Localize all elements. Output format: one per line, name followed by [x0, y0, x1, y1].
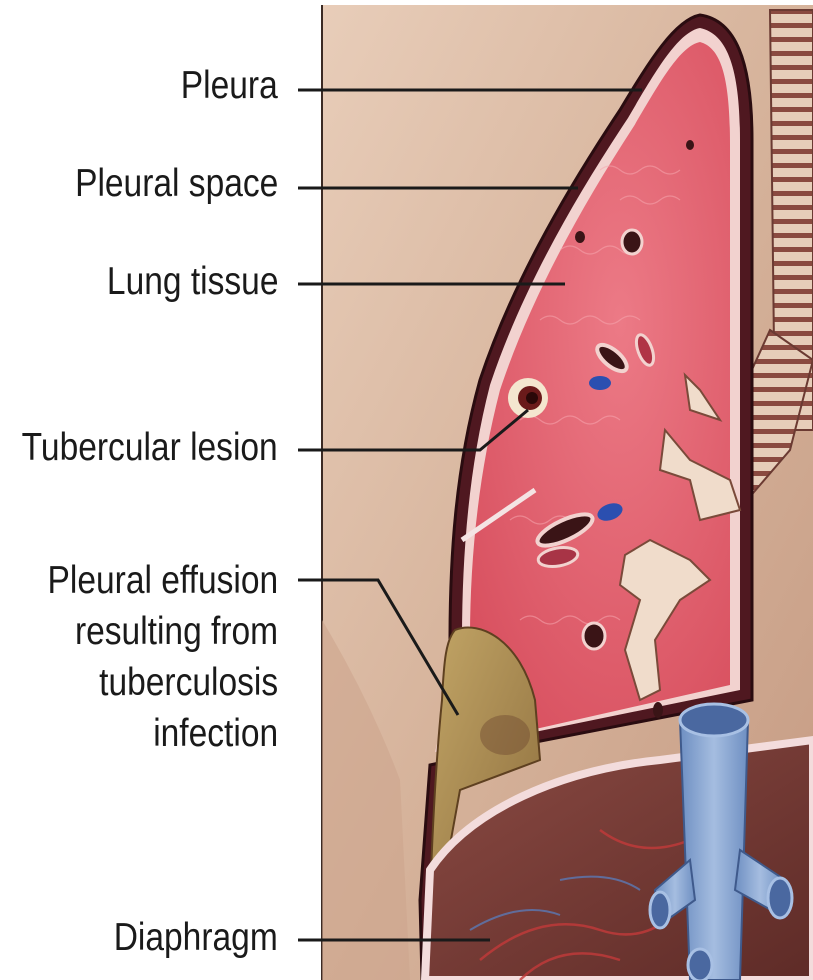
label-lung-tissue: Lung tissue	[106, 256, 278, 307]
label-tubercular-lesion: Tubercular lesion	[22, 422, 278, 473]
label-pleural-effusion: Pleural effusion resulting from tubercul…	[47, 555, 278, 759]
effusion-shadow	[480, 715, 530, 755]
label-pleura: Pleura	[181, 60, 278, 111]
label-pleural-space: Pleural space	[75, 158, 278, 209]
label-diaphragm: Diaphragm	[114, 912, 278, 963]
tubercular-lesion	[508, 378, 548, 418]
